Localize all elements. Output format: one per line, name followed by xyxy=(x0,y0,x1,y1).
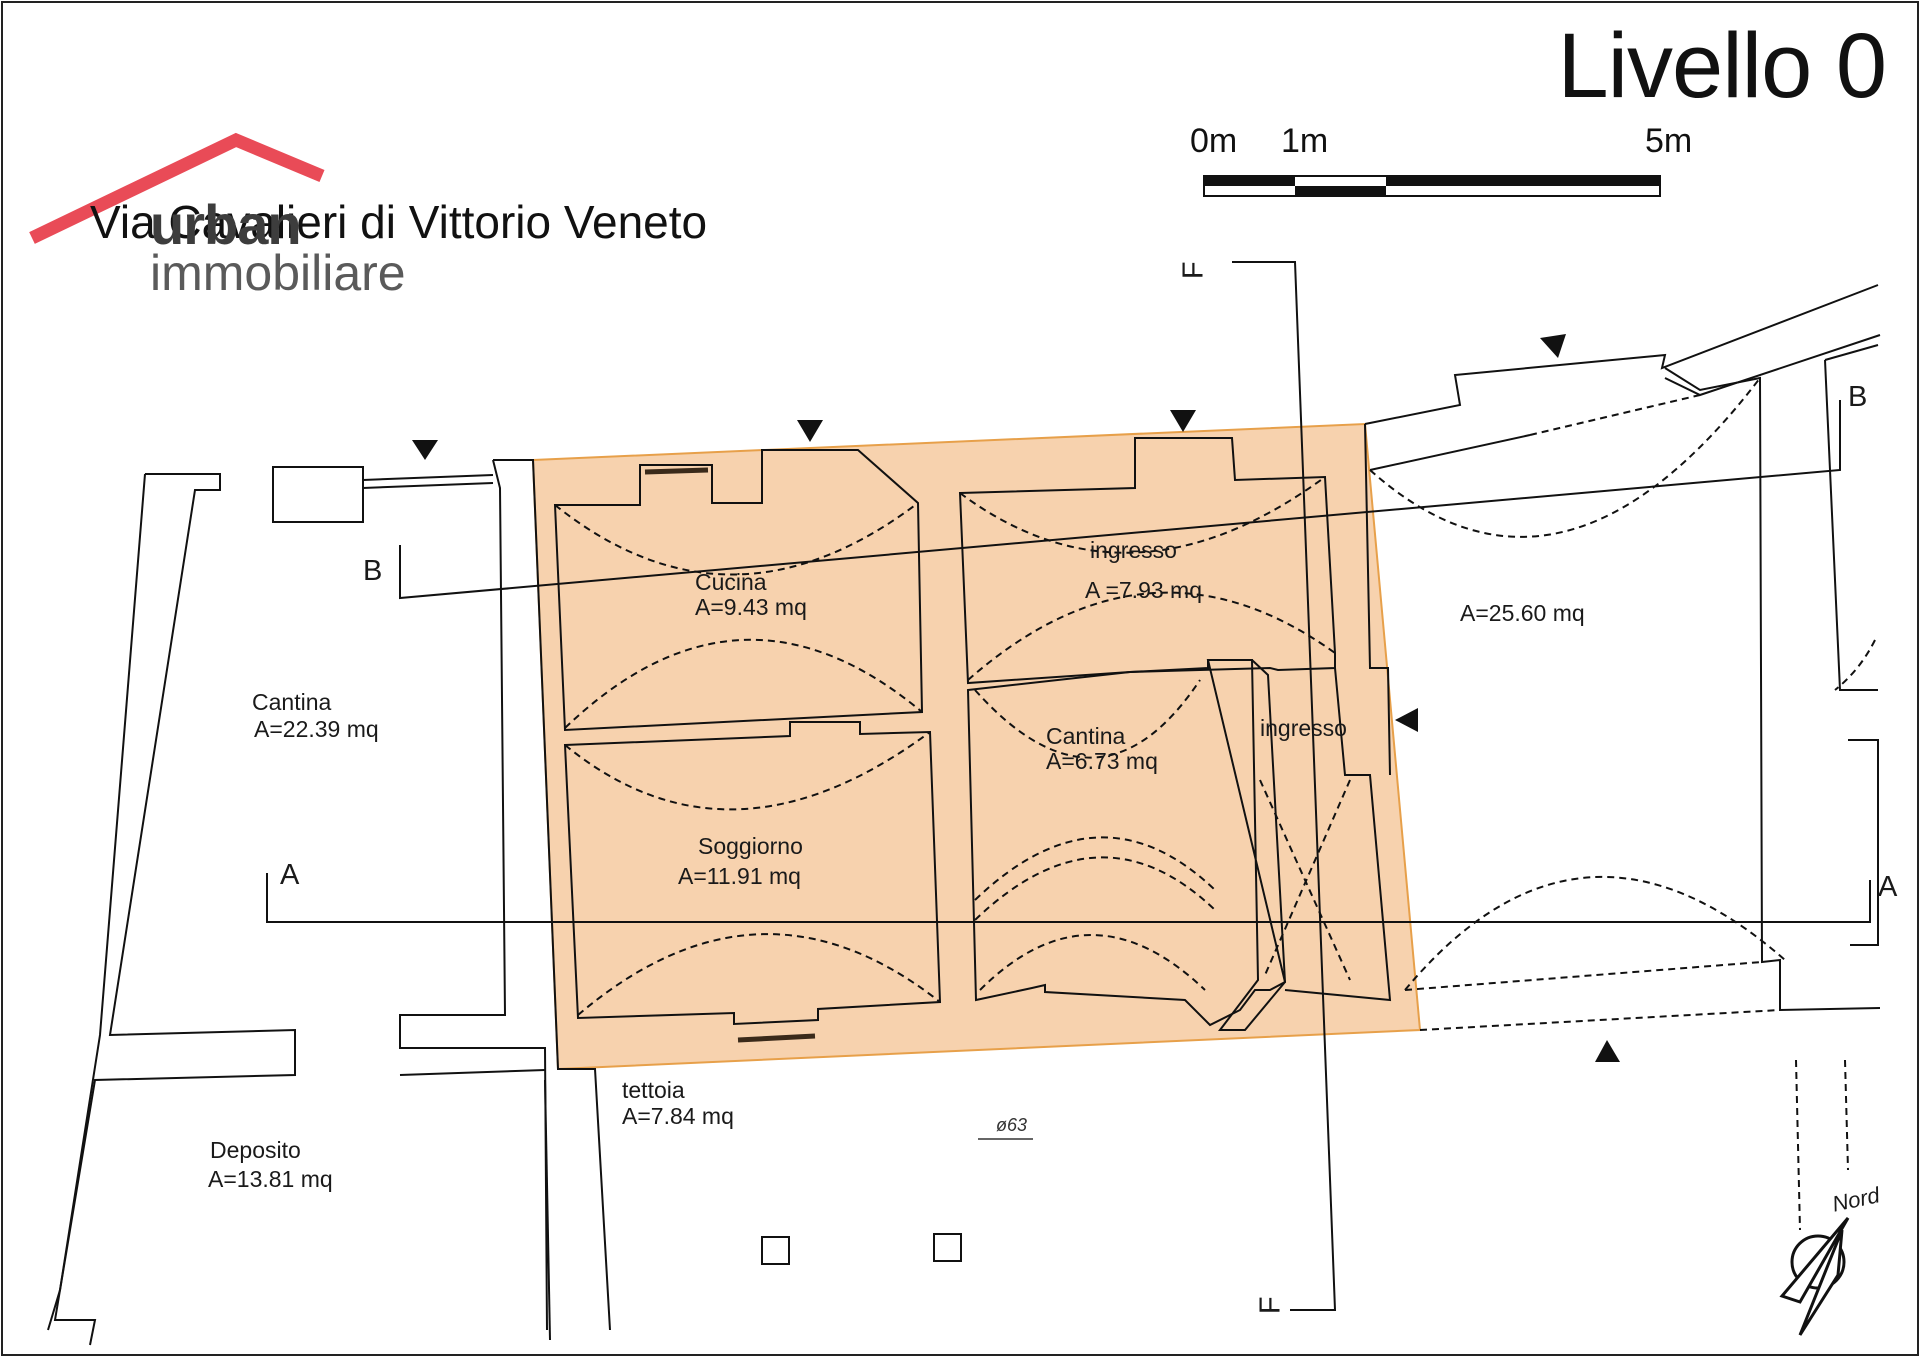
vault-soggiorno-top xyxy=(564,731,931,811)
room-cantina-small-area: A=6.73 mq xyxy=(1046,748,1158,774)
logo-brand: urban xyxy=(150,193,302,256)
wall-left-inner xyxy=(399,459,548,1331)
window-bar-soggiorno xyxy=(737,1033,816,1043)
section-f-south: F xyxy=(1254,1296,1287,1315)
vault-cantina-mid1 xyxy=(974,836,1216,901)
vault-cucina-top xyxy=(554,502,919,576)
vault-cantina-mid2 xyxy=(974,856,1216,921)
room-ingresso2-name: ingresso xyxy=(1260,715,1347,741)
section-f-north: F xyxy=(1177,261,1210,280)
vault-ingresso-top xyxy=(959,476,1326,554)
arrow-north-1 xyxy=(412,440,438,460)
pillar-2 xyxy=(933,1233,962,1262)
arrow-east xyxy=(1395,708,1418,732)
arrow-north-2 xyxy=(797,420,823,442)
section-a-west: A xyxy=(280,859,300,891)
room-cucina-name: Cucina xyxy=(695,569,767,595)
wall-northeast xyxy=(1364,284,1879,425)
wall-ingresso-corridor xyxy=(1206,659,1287,1031)
window-north xyxy=(362,474,494,481)
room-tettoia-area: A=7.84 mq xyxy=(622,1103,734,1129)
room-cantina-small-name: Cantina xyxy=(1046,723,1126,749)
logo-roof-icon xyxy=(29,132,325,244)
wall-ne-diag xyxy=(1369,434,1531,471)
wall-east-cap xyxy=(1824,344,1879,361)
scale-label-0: 0m xyxy=(1190,122,1238,160)
vault-se xyxy=(1404,876,1786,991)
section-a-east: A xyxy=(1878,871,1898,903)
window-bar-cucina xyxy=(644,467,709,475)
dash-ne xyxy=(1529,394,1701,436)
section-line-a xyxy=(266,873,1871,923)
dash-se-2 xyxy=(1419,1009,1781,1031)
wall-cantina-west xyxy=(53,473,296,1346)
wall-ingresso-right xyxy=(1284,667,1392,1002)
pillar-north xyxy=(272,466,364,523)
logo-subtitle: immobiliare xyxy=(150,245,406,301)
scale-bar xyxy=(1203,175,1661,197)
wall-cantina-outer xyxy=(47,473,146,1331)
room-soggiorno-name: Soggiorno xyxy=(698,833,803,859)
section-b-east: B xyxy=(1848,381,1868,413)
scale-label-5: 5m xyxy=(1645,122,1693,160)
section-line-f xyxy=(1232,261,1337,1311)
room-deposito-area: A=13.81 mq xyxy=(208,1166,333,1192)
room-tettoia-name: tettoia xyxy=(622,1077,685,1103)
window-north-inner xyxy=(362,482,494,489)
section-line-b xyxy=(399,400,1841,600)
wall-left-outer xyxy=(493,459,611,1331)
highlighted-unit xyxy=(531,422,1422,1071)
vault-ne xyxy=(1369,377,1761,538)
vault-cucina-bottom xyxy=(564,638,923,729)
room-cantina-name: Cantina xyxy=(252,689,332,715)
street-label: Via Cavalieri di Vittorio Veneto xyxy=(90,196,708,248)
page-title: Livello 0 xyxy=(1557,15,1887,117)
vault-soggiorno-bottom xyxy=(577,933,941,1016)
dash-s-1 xyxy=(1795,1059,1801,1231)
wall-deposito-top xyxy=(399,1069,546,1076)
room-east-area: A=25.60 mq xyxy=(1460,600,1585,626)
swing-ingresso-1 xyxy=(1259,779,1351,981)
arrow-south xyxy=(1595,1040,1620,1062)
pillar-1 xyxy=(761,1236,790,1265)
room-cucina-area: A=9.43 mq xyxy=(695,594,807,620)
dash-e xyxy=(1834,639,1876,691)
room-soggiorno-area: A=11.91 mq xyxy=(678,863,801,889)
room-ingresso-area: A =7.93 mq xyxy=(1085,577,1202,603)
wall-east-apartment xyxy=(1364,423,1391,776)
dash-s-2 xyxy=(1844,1059,1849,1171)
vault-cantina-top xyxy=(974,679,1201,759)
compass-icon xyxy=(1779,1217,1850,1336)
annotation-label: ø63 xyxy=(996,1115,1028,1135)
arrow-north-3 xyxy=(1170,410,1196,432)
wall-east-lower xyxy=(1848,739,1879,946)
wall-deposito-east xyxy=(544,1079,551,1341)
scale-label-1: 1m xyxy=(1281,122,1329,160)
arrow-ne xyxy=(1540,334,1566,358)
vault-ingresso-bottom xyxy=(967,591,1336,681)
wall-cucina xyxy=(553,449,924,732)
room-deposito-name: Deposito xyxy=(210,1137,301,1163)
vault-cantina-bottom xyxy=(979,934,1206,991)
room-cantina-area: A=22.39 mq xyxy=(254,716,379,742)
section-b-west: B xyxy=(363,555,383,587)
dash-se-1 xyxy=(1404,961,1763,991)
room-ingresso-name: ingresso xyxy=(1090,537,1177,563)
